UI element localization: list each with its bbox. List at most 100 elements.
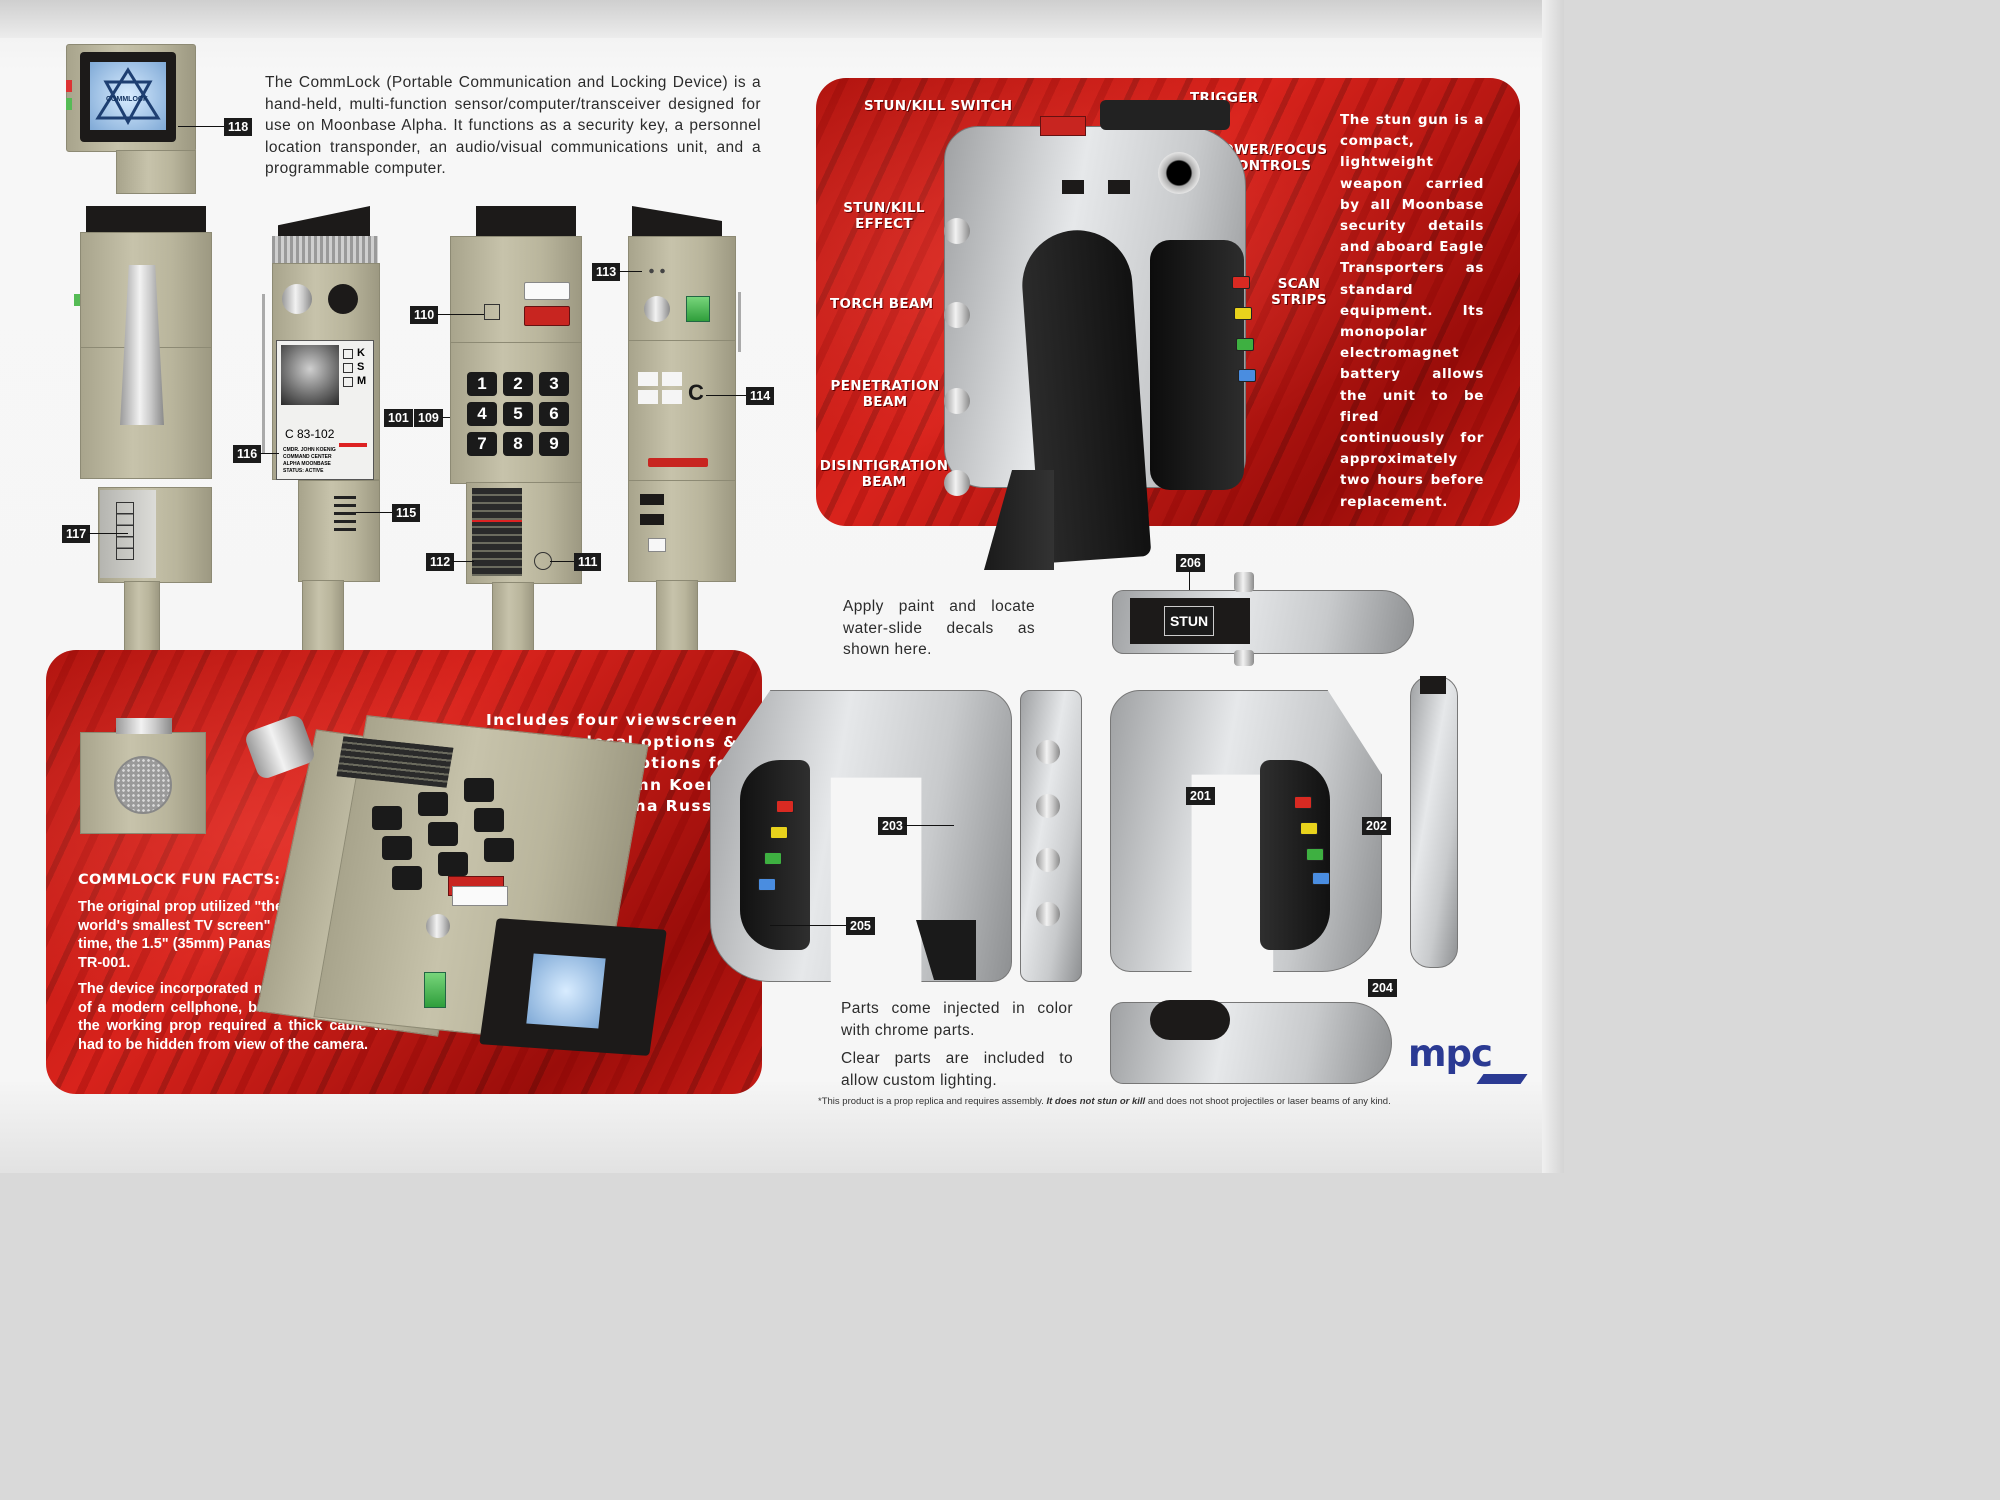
callout-115: 115 [392,504,421,522]
callout-203: 203 [878,817,907,835]
label-stun-kill-effect: STUN/KILL EFFECT [843,200,925,232]
indicator-dots [646,267,668,275]
box-top-edge [0,0,1564,38]
id-letter-k: K [357,347,365,359]
power-focus-knob [1158,152,1200,194]
clear-parts-text: Clear parts are included to allow custom… [841,1050,1073,1089]
callout-206: 206 [1176,554,1205,572]
leader-113 [618,271,642,273]
disintegration-emitter [944,470,970,496]
callout-204: 204 [1368,979,1397,997]
scan-strip-blue [1238,369,1256,382]
scan-strip-red [1232,276,1250,289]
render-viewscreen [526,953,606,1029]
apply-paint-text: Apply paint and locate water-slide decal… [843,598,1035,658]
antenna [262,294,265,454]
callout-113: 113 [592,263,621,281]
label-penetration-beam: PENETRATION BEAM [830,378,940,410]
disclaimer-part-a: *This product is a prop replica and requ… [818,1096,1044,1107]
leader-203 [904,825,954,827]
key-7: 7 [467,432,497,456]
callout-111: 111 [574,553,602,571]
torch-emitter [944,302,970,328]
callout-112: 112 [426,553,455,571]
key-4: 4 [467,402,497,426]
box-right-edge [1542,0,1564,1173]
commlock-intro-text: The CommLock (Portable Communication and… [265,74,761,177]
key-6: 6 [539,402,569,426]
square-indicator [484,304,500,320]
key-3: 3 [539,372,569,396]
disclaimer-part-b: It does not stun or kill [1046,1096,1146,1107]
koenig-photo [281,345,339,405]
label-torch-beam: TORCH BEAM [830,296,934,312]
speaker-grille [114,756,172,814]
key-2: 2 [503,372,533,396]
penetration-emitter [944,388,970,414]
mpc-logo-bar [1476,1074,1528,1084]
id-line-4: STATUS: ACTIVE [283,468,324,474]
label-scan-strips: SCAN STRIPS [1271,276,1327,308]
callout-101: 101 [384,409,413,427]
grid-decal [472,488,522,576]
leader-117 [88,533,128,535]
callout-205: 205 [846,917,875,935]
leader-110 [436,314,484,316]
callout-201: 201 [1186,787,1215,805]
callout-110: 110 [410,306,439,324]
callout-202: 202 [1362,817,1391,835]
label-stun-kill-switch: STUN/KILL SWITCH [864,98,1013,114]
leader-206 [1189,570,1191,594]
leader-116 [259,453,279,455]
leader-205 [770,925,846,927]
white-button [524,282,570,300]
stun-gun-description: The stun gun is a compact, lightweight w… [1340,112,1484,510]
red-button [524,306,570,326]
stun-decal: STUN [1164,606,1214,636]
disclaimer-part-c: and does not shoot projectiles or laser … [1147,1096,1391,1107]
clip [738,292,741,352]
leader-111 [550,561,574,563]
leader-114 [706,395,746,397]
label-disintegration-beam: DISINTIGRATION BEAM [819,458,949,490]
label-power-focus: POWER/FOCUS CONTROLS [1212,142,1328,174]
callout-118: 118 [224,118,253,136]
leader-112 [452,561,474,563]
fun-fact-2: The device incorporated many of the feat… [78,981,400,1053]
id-line-1: CMDR. JOHN KOENIG [283,447,336,453]
commlock-screen-module: COMMLOCK [66,44,206,194]
c-letter: C [688,380,704,405]
callout-117: 117 [62,525,91,543]
scan-strip-green [1236,338,1254,351]
fun-facts-title: COMMLOCK FUN FACTS: [78,872,281,888]
id-card: K S M C 83-102 CMDR. JOHN KOENIG COMMAND… [276,340,374,480]
fun-fact-1: The original prop utilized "the world's … [78,899,314,971]
callout-116: 116 [233,445,262,463]
id-line-2: COMMAND CENTER [283,454,332,460]
trigger [1100,100,1230,130]
key-1: 1 [467,372,497,396]
key-8: 8 [503,432,533,456]
callout-109: 109 [414,409,443,427]
white-squares [638,372,682,404]
stun-kill-switch-button [1040,116,1086,136]
leader-118 [178,126,224,128]
mpc-logo: mpc [1408,1032,1493,1075]
key-9: 9 [539,432,569,456]
scan-strip-yellow [1234,307,1252,320]
viewscreen: COMMLOCK [90,62,166,130]
id-letter-s: S [357,361,365,373]
screen-logo-text: COMMLOCK [106,96,148,103]
commlock-logo-icon [95,67,161,126]
callout-114: 114 [746,387,775,405]
id-line-3: ALPHA MOONBASE [283,461,331,467]
leader-115 [356,512,392,514]
effect-emitter [944,218,970,244]
box-back: COMMLOCK 118 The CommLock (Portable Comm… [0,0,1564,1173]
green-button [686,296,710,322]
parts-injected-text: Parts come injected in color with chrome… [841,1000,1073,1039]
id-number: C 83-102 [285,427,335,441]
id-letter-m: M [357,375,367,387]
speaker-slots [334,496,356,536]
key-5: 5 [503,402,533,426]
